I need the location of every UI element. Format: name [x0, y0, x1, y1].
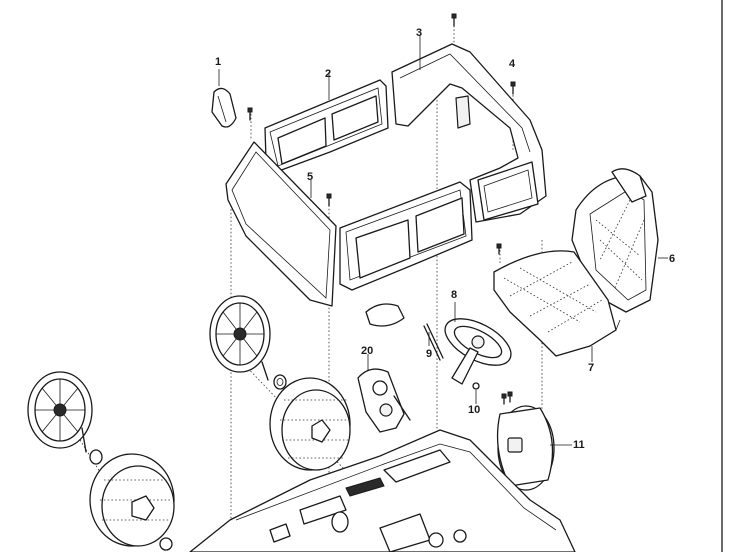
- callout-3: 3: [416, 27, 423, 39]
- callout-9: 9: [426, 348, 433, 360]
- part-11-wheel-right: [496, 405, 572, 491]
- part-6-seat-back: [571, 168, 668, 313]
- bracket-part: [365, 303, 405, 327]
- callout-20: 20: [361, 345, 374, 357]
- part-20-gear-lever: [357, 354, 411, 433]
- callout-7: 7: [588, 362, 595, 374]
- callout-2: 2: [325, 68, 332, 80]
- part-10-nut: [472, 382, 480, 404]
- callout-1: 1: [215, 56, 222, 68]
- axle-hardware-upper: [261, 361, 287, 390]
- callout-10: 10: [468, 404, 481, 416]
- part-1-mirror: [211, 69, 237, 128]
- hubcap-upper: [209, 295, 271, 373]
- front-wheel-upper: [269, 377, 351, 471]
- part-2-side-panel: [264, 72, 389, 173]
- car-chassis: [189, 429, 576, 552]
- front-wheel-lower: [89, 453, 175, 551]
- callout-5: 5: [307, 171, 314, 183]
- part-9-pin: [423, 323, 444, 361]
- part-7-seat-base: [493, 250, 621, 362]
- part-5-windshield: [225, 141, 337, 307]
- callout-11: 11: [573, 439, 585, 451]
- callout-4: 4: [509, 58, 516, 70]
- part-8-steering-wheel: [444, 302, 512, 385]
- axle-hardware-lower: [81, 427, 103, 465]
- part-3-rear-shell: [391, 36, 547, 223]
- callout-6: 6: [669, 253, 676, 265]
- front-side-panel: [339, 181, 473, 291]
- callout-8: 8: [451, 289, 458, 301]
- hubcap-lower: [27, 371, 93, 449]
